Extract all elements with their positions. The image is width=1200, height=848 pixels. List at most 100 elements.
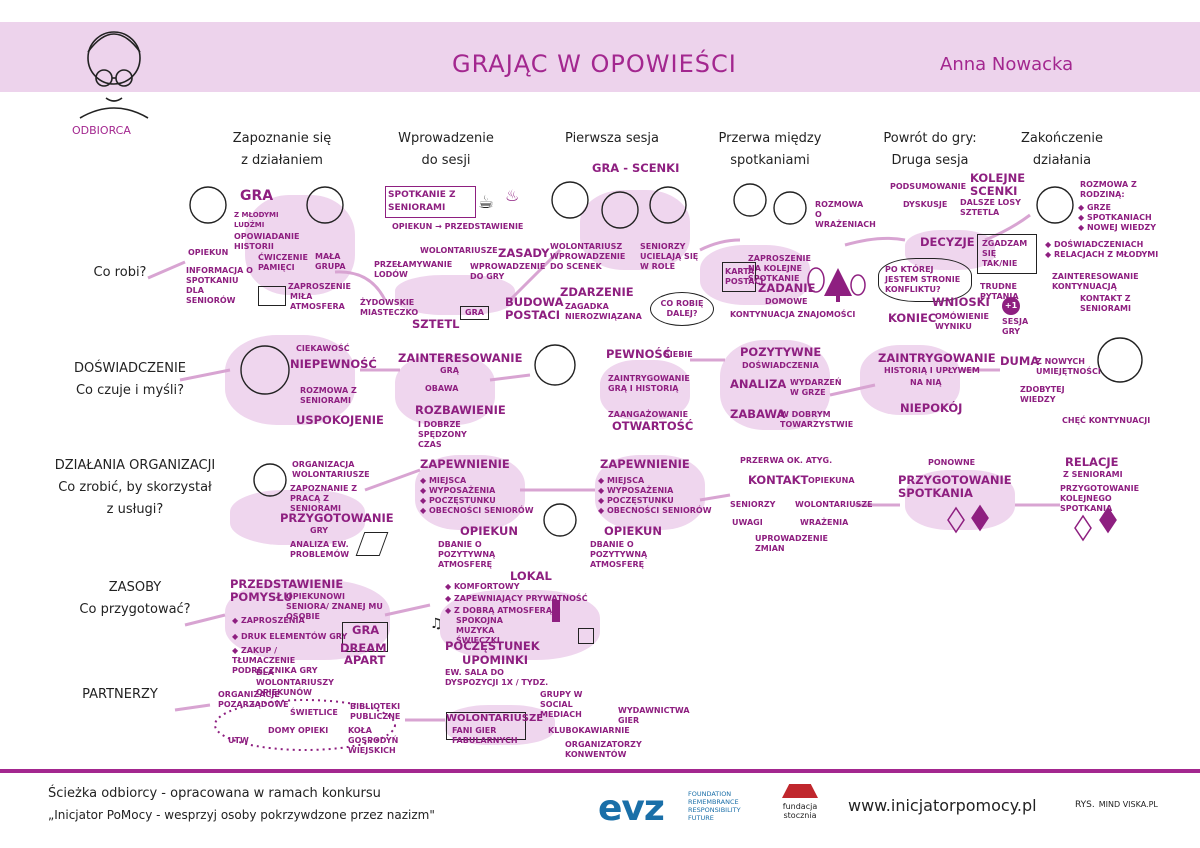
- res-item-1: ◆ ZAPROSZENIA: [232, 616, 305, 625]
- partner-swietlice: ŚWIETLICE: [290, 708, 338, 717]
- partners-ring: [214, 699, 396, 751]
- website-link[interactable]: www.inicjatorpomocy.pl: [848, 796, 1037, 815]
- partner-domy: DOMY OPIEKI: [268, 726, 329, 735]
- header-band: [0, 22, 1200, 92]
- res-item-3: ◆ ZAKUP / TŁUMACZENIE PODRĘCZNIKA GRY: [232, 646, 318, 675]
- note-dyskusje: DYSKUSJE: [903, 200, 948, 209]
- stage-header-5: Powrót do gry:Druga sesja: [883, 131, 977, 168]
- persona-label: ODBIORCA: [72, 124, 131, 137]
- blob-r1-s2: [395, 275, 515, 315]
- feel-zdobytej: ZDOBYTEJ WIEDZY: [1020, 385, 1065, 404]
- blob-r1-s1: [245, 195, 355, 295]
- note-gra-sub: Z MŁODYMI LUDŹMI: [234, 211, 279, 229]
- diamond-shapes: [947, 504, 1117, 542]
- note-mala-grupa: MAŁA GRUPA: [315, 252, 346, 271]
- res-poczestunek: POCZĘSTUNEK: [445, 639, 540, 653]
- org-seniorzy: SENIORZY: [730, 500, 776, 509]
- org-opiekun2: OPIEKUN: [604, 524, 663, 538]
- note-kontynuacja: KONTYNUACJA ZNAJOMOŚCI: [730, 310, 856, 319]
- partner-organizatorzy: ORGANIZATORZY KONWENTÓW: [565, 740, 642, 759]
- note-kolejne-scenki: KOLEJNE SCENKI: [970, 171, 1026, 198]
- res-dla-wolontariuszy: DLA WOLONTARIUSZY OPIEKUNÓW: [256, 668, 334, 697]
- note-doswiadczeniach: ◆ DOŚWIADCZENIACH: [1045, 240, 1144, 249]
- note-mila-atmosfera: MIŁA ATMOSFERA: [290, 292, 345, 311]
- note-przelamywanie: PRZEŁAMYWANIE LODÓW: [374, 260, 453, 279]
- feel-rozmowa-seniorami: ROZMOWA Z SENIORAMI: [300, 386, 357, 405]
- org-dbanie2: DBANIE O POZYTYWNĄ ATMOSFERĘ: [590, 540, 648, 569]
- note-sesja-gry: SESJA GRY: [1002, 317, 1029, 336]
- note-seniorzy: SENIORZY UCIELAJĄ SIĘ W ROLE: [640, 242, 699, 271]
- feel-rozbawienie: ROZBAWIENIE: [415, 403, 506, 417]
- org-uwagi: UWAGI: [732, 518, 763, 527]
- org-przygotowanie-spotkania: PRZYGOTOWANIE SPOTKANIA: [898, 473, 1012, 500]
- feel-w-dobrym: W DOBRYM TOWARZYSTWIE: [780, 410, 854, 429]
- res-sala: EW. SALA DO DYSPOZYCJI 1X / TYDZ.: [445, 668, 549, 687]
- org-wolontariusze: WOLONTARIUSZE: [795, 500, 873, 509]
- note-omowienie: OMÓWIENIE WYNIKU: [935, 312, 989, 331]
- note-opowiadanie: OPOWIADANIE HISTORII: [234, 232, 300, 251]
- note-co-robie: CO ROBIĘ DALEJ?: [650, 292, 714, 326]
- note-cwiczenie: ĆWICZENIE PAMIĘCI: [258, 253, 308, 272]
- org-z-seniorami: Z SENIORAMI: [1063, 470, 1123, 479]
- note-rozmowa-wrazenia: ROZMOWA O WRAŻENIACH: [815, 200, 876, 229]
- partner-wydawnictwa: WYDAWNICTWA GIER: [618, 706, 690, 725]
- feel-zabawa: ZABAWA: [730, 407, 786, 421]
- org-z1-item-3: ◆ POCZĘSTUNKU: [420, 496, 496, 505]
- org-z1-item-4: ◆ OBECNOŚCI SENIORÓW: [420, 506, 534, 515]
- feel-na-nia: NA NIĄ: [910, 378, 942, 387]
- note-zagadka: ZAGADKA NIEROZWIĄZANA: [565, 302, 642, 321]
- org-z2-item-4: ◆ OBECNOŚCI SENIORÓW: [598, 506, 712, 515]
- org-opiekun1: OPIEKUN: [460, 524, 519, 538]
- feel-dobrze-czas: I DOBRZE SPĘDZONY CZAS: [418, 420, 467, 449]
- feel-obawa: OBAWA: [425, 384, 459, 393]
- feel-wydarzen: WYDARZEŃ W GRZE: [790, 378, 842, 397]
- feel-z-nowych: Z NOWYCH UMIEJĘTNOŚCI: [1036, 357, 1101, 376]
- note-opiekun: OPIEKUN: [188, 248, 229, 257]
- plus1-badge: +1: [1002, 297, 1020, 315]
- org-z2-item-1: ◆ MIEJSCA: [598, 476, 645, 485]
- gift-icon: [578, 628, 594, 644]
- note-wolontariusz-wprowadzenie: WOLONTARIUSZ WPROWADZENIE DO SCENEK: [550, 242, 626, 271]
- org-z2-item-3: ◆ POCZĘSTUNKU: [598, 496, 674, 505]
- envelope-icon: [258, 286, 286, 306]
- partner-organizacje: ORGANIZACJE POZARZĄDOWE: [218, 690, 289, 709]
- feel-siebie: SIEBIE: [664, 350, 693, 359]
- partner-kola: KOŁA GOSPODYŃ WIEJSKICH: [348, 726, 399, 755]
- note-o-grze: ◆ GRZE: [1078, 203, 1111, 212]
- fundacja-stocznia-logo: [782, 784, 818, 798]
- note-koniec: KONIEC: [888, 311, 937, 325]
- blob-r3-s1: [230, 490, 365, 545]
- note-rozmowa-rodzina: ROZMOWA Z RODZINĄ:: [1080, 180, 1137, 199]
- page-title: GRAJĄC W OPOWIEŚCI: [452, 50, 737, 78]
- tree-outline-icons: [807, 267, 866, 296]
- cup-icon: ☕: [478, 192, 495, 213]
- feel-gra: GRĄ: [440, 366, 459, 375]
- character-faces: [189, 181, 1143, 537]
- note-gra-scenki: GRA - SCENKI: [592, 161, 680, 175]
- org-zapewnienie1: ZAPEWNIENIE: [420, 457, 510, 471]
- blob-r3-s2: [415, 455, 525, 530]
- note-karta: KARTA POSTACI: [722, 262, 763, 292]
- note-zasady: ZASADY: [498, 246, 550, 260]
- note-wolontariusze: WOLONTARIUSZE: [420, 246, 498, 255]
- blob-r3-s3: [595, 455, 705, 530]
- org-z1-item-2: ◆ WYPOSAŻENIA: [420, 486, 496, 495]
- res-spokojna: SPOKOJNA MUZYKA ŚWIECZKI: [456, 616, 503, 645]
- note-po-ktorej: PO KTÓREJ JESTEM STRONIE KONFLIKTU?: [878, 258, 972, 302]
- author-name: Anna Nowacka: [940, 54, 1074, 75]
- note-zainteresowanie-kont: ZAINTERESOWANIE KONTYNUACJĄ: [1052, 272, 1139, 291]
- illustrator-credit: RYS.MIND VISKA.PL: [1075, 800, 1158, 810]
- note-relacjach: ◆ RELACJACH Z MŁODYMI: [1045, 250, 1159, 259]
- org-dbanie1: DBANIE O POZYTYWNĄ ATMOSFERĘ: [438, 540, 496, 569]
- note-informacja: INFORMACJA O SPOTKANIU DLA SENIORÓW: [186, 266, 253, 305]
- res-upominki: UPOMINKI: [462, 653, 529, 667]
- org-analiza: ANALIZA EW. PROBLEMÓW: [290, 540, 350, 559]
- blob-r2-s1: [225, 335, 355, 425]
- note-sztetl: SZTETL: [412, 317, 460, 331]
- partner-wolontariusze: WOLONTARIUSZE: [446, 713, 544, 724]
- note-o-spotkaniach: ◆ SPOTKANIACH: [1078, 213, 1152, 222]
